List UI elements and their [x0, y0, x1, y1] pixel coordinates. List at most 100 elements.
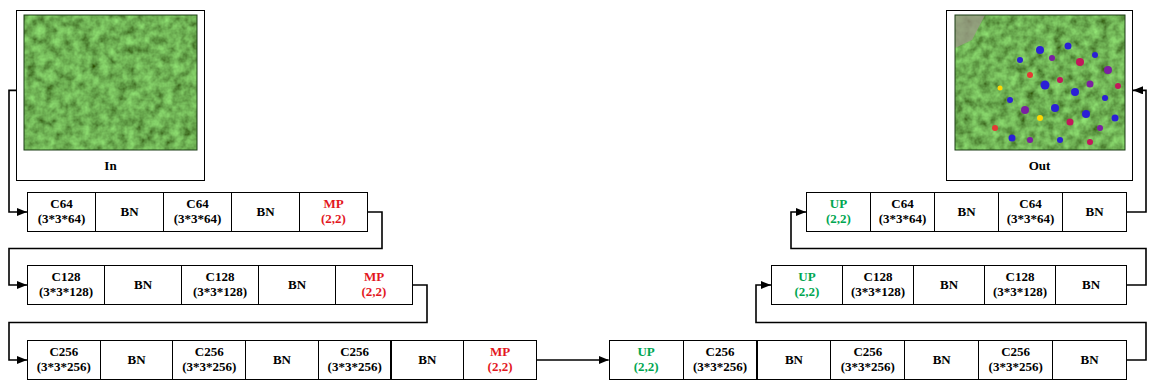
layer-label: C128: [52, 270, 81, 285]
canopy-mark: [1102, 95, 1108, 101]
layer-cell: BN: [258, 265, 336, 305]
layer-label: BN: [1085, 205, 1103, 220]
canopy-mark: [1027, 137, 1033, 143]
layer-label: (3*3*64): [174, 212, 222, 227]
canopy-mark: [1112, 115, 1119, 122]
layer-cell: BN: [95, 192, 164, 232]
layer-cell: C256(3*3*256): [172, 340, 246, 380]
layer-cell: BN: [104, 265, 182, 305]
layer-cell: C128(3*3*128): [27, 265, 105, 305]
layer-cell: C64(3*3*64): [870, 192, 935, 232]
layer-label: UP: [830, 197, 847, 212]
output-photo: [955, 15, 1125, 150]
panel-label: Out: [1029, 159, 1051, 174]
layer-cell: UP(2,2): [806, 192, 871, 232]
layer-label: (2,2): [634, 360, 659, 375]
layer-cell: C256(3*3*256): [830, 340, 905, 380]
layer-label: (2,2): [826, 212, 851, 227]
layer-label: C256: [195, 345, 224, 360]
layer-label: BN: [418, 353, 436, 368]
layer-label: (2,2): [362, 285, 387, 300]
canopy-mark: [1087, 139, 1093, 145]
layer-label: MP: [364, 270, 384, 285]
layer-cell: BN: [100, 340, 174, 380]
layer-label: MP: [490, 345, 510, 360]
layer-label: (3*3*128): [193, 285, 247, 300]
layer-cell: MP(2,2): [299, 192, 368, 232]
layer-label: (3*3*256): [37, 360, 91, 375]
layer-label: BN: [128, 353, 146, 368]
forest-canopy: [24, 15, 197, 150]
canopy-mark: [1092, 52, 1098, 58]
layer-cell: BN: [904, 340, 979, 380]
panel-label: In: [104, 159, 116, 174]
canopy-mark: [1027, 72, 1033, 78]
forest-canopy: [955, 15, 1125, 150]
layer-label: (2,2): [321, 212, 346, 227]
layer-label: (3*3*256): [841, 360, 895, 375]
layer-label: C128: [1006, 270, 1035, 285]
canopy-mark: [1097, 125, 1103, 131]
layer-cell: BN: [913, 265, 985, 305]
layer-cell: C64(3*3*64): [163, 192, 232, 232]
canopy-mark: [1057, 137, 1063, 143]
layer-label: BN: [940, 278, 958, 293]
photo-edge: [24, 15, 197, 150]
layer-label: (3*3*128): [851, 285, 905, 300]
layer-cell: C128(3*3*128): [181, 265, 259, 305]
layer-cell: MP(2,2): [335, 265, 413, 305]
layer-label: (3*3*256): [328, 360, 382, 375]
canopy-mark: [1041, 81, 1050, 90]
layer-label: (3*3*256): [693, 360, 747, 375]
layer-label: C256: [706, 345, 735, 360]
layer-cell: C256(3*3*256): [27, 340, 101, 380]
layer-label: BN: [288, 278, 306, 293]
layer-label: BN: [134, 278, 152, 293]
canopy-mark: [1051, 104, 1059, 112]
layer-label: C128: [864, 270, 893, 285]
layer-cell: BN: [1052, 340, 1127, 380]
layer-label: (3*3*64): [1007, 212, 1055, 227]
layer-label: C64: [50, 197, 72, 212]
layer-label: C256: [49, 345, 78, 360]
canopy-mark: [1009, 135, 1016, 142]
layer-label: UP: [637, 345, 654, 360]
flow-arrow: [9, 90, 27, 212]
layer-label: C64: [891, 197, 913, 212]
layer-label: C256: [1001, 345, 1030, 360]
layer-cell: BN: [757, 340, 832, 380]
layer-cell: BN: [934, 192, 999, 232]
canopy-mark: [1017, 57, 1023, 63]
layer-cell: BN: [391, 340, 465, 380]
flow-arrow: [1127, 90, 1146, 212]
photo-edge: [955, 15, 1125, 150]
image-panel: Out: [946, 10, 1133, 181]
layer-label: BN: [256, 205, 274, 220]
canopy-mark: [1067, 119, 1074, 126]
layer-cell: C128(3*3*128): [984, 265, 1056, 305]
layer-label: C64: [186, 197, 208, 212]
layer-label: C64: [1019, 197, 1041, 212]
canopy-mark: [1037, 115, 1043, 121]
canopy-mark: [992, 125, 998, 131]
segmentation-marks: [992, 43, 1121, 146]
input-photo: [24, 15, 197, 150]
layer-label: MP: [323, 197, 343, 212]
canopy-mark: [1071, 88, 1079, 96]
layer-label: UP: [798, 270, 815, 285]
layer-cell: UP(2,2): [609, 340, 684, 380]
clearing: [955, 15, 985, 48]
layer-cell: BN: [245, 340, 319, 380]
canopy-mark: [1087, 81, 1094, 88]
canopy-mark: [1036, 46, 1044, 54]
layer-cell: C64(3*3*64): [998, 192, 1063, 232]
layer-label: (3*3*256): [182, 360, 236, 375]
layer-label: BN: [933, 353, 951, 368]
layer-label: C256: [853, 345, 882, 360]
layer-label: BN: [957, 205, 975, 220]
layer-label: (3*3*128): [993, 285, 1047, 300]
canopy-mark: [1065, 43, 1072, 50]
layer-label: BN: [785, 353, 803, 368]
layer-cell: C256(3*3*256): [683, 340, 758, 380]
